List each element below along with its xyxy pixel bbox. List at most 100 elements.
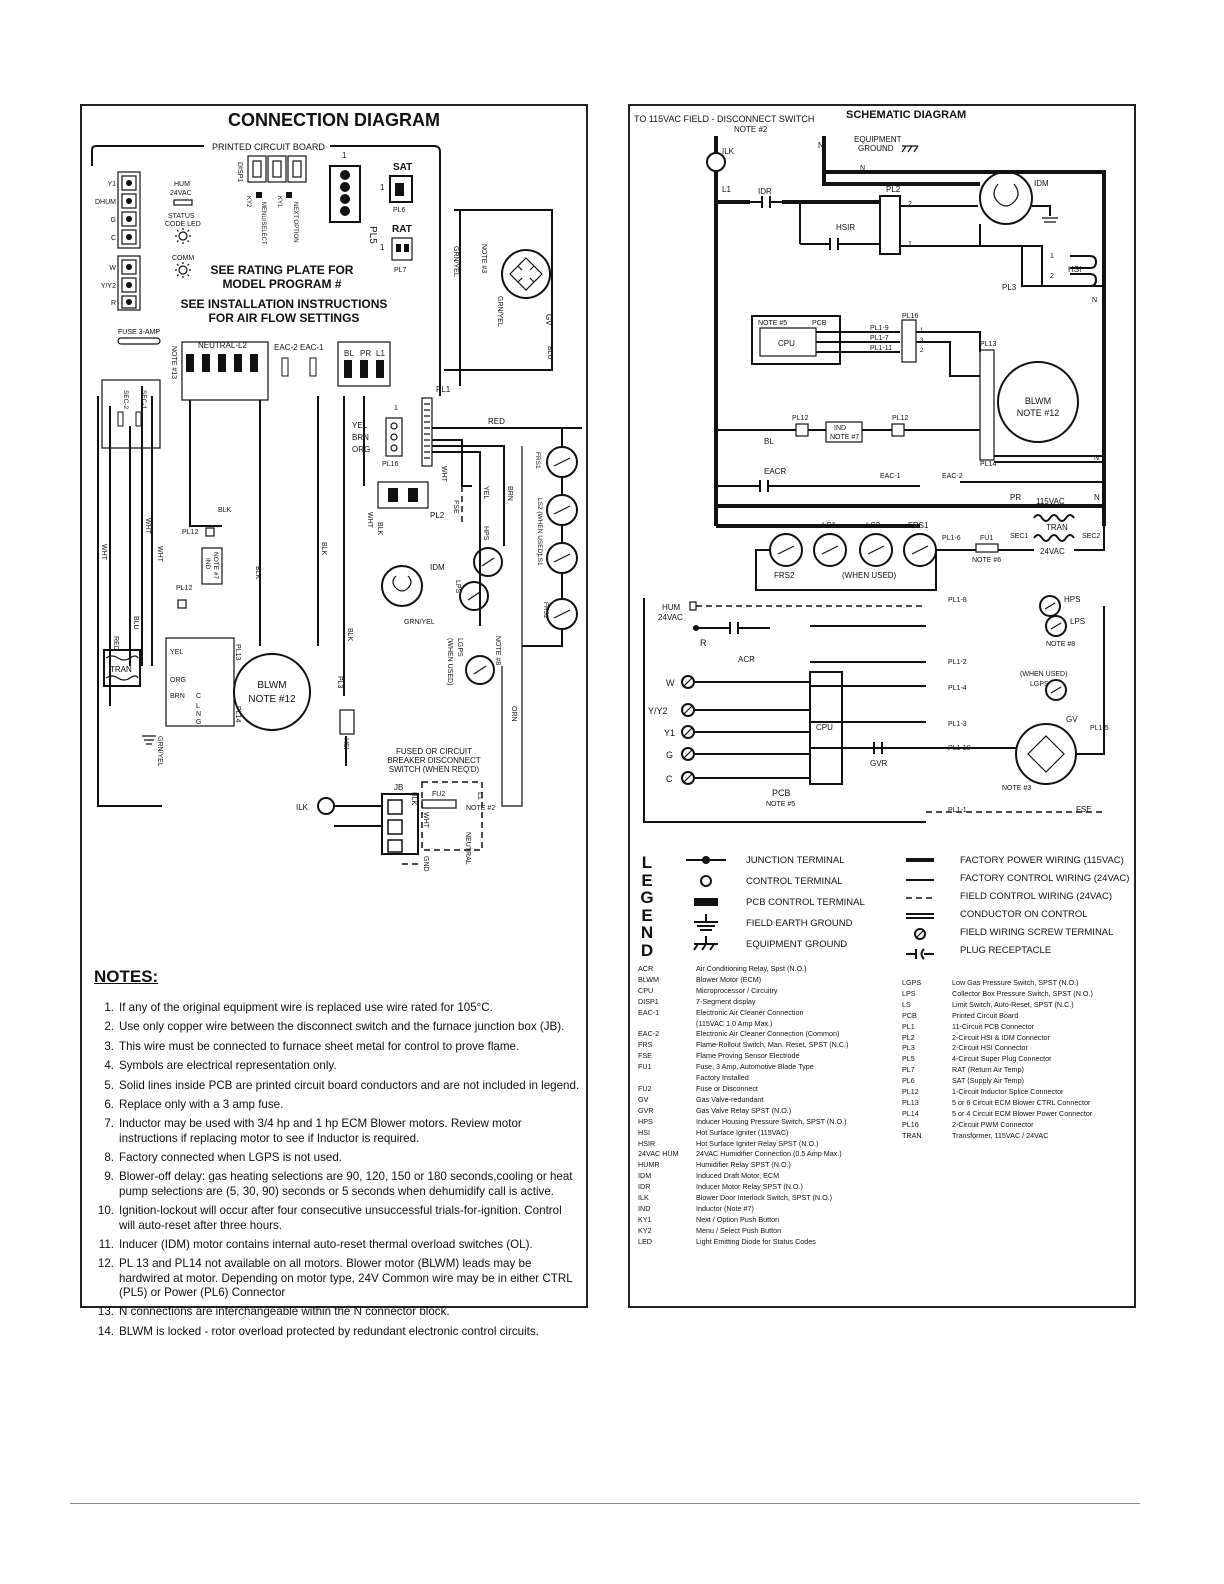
svg-text:R: R [700,638,707,648]
svg-text:DISP1: DISP1 [236,162,243,182]
svg-text:N: N [1094,493,1100,502]
svg-text:Y/Y2: Y/Y2 [101,283,116,290]
svg-text:BLK: BLK [320,542,327,556]
svg-text:FRS1: FRS1 [534,452,541,469]
svg-text:1: 1 [394,405,398,412]
svg-text:N: N [1094,455,1099,462]
svg-text:EACR: EACR [764,467,786,476]
svg-text:GRN/YEL: GRN/YEL [404,619,435,626]
svg-text:PL1-6: PL1-6 [942,535,961,542]
svg-text:IDM: IDM [430,563,445,572]
svg-text:FU1: FU1 [980,535,993,542]
svg-text:PL1-9: PL1-9 [870,325,889,332]
svg-text:(WHEN USED): (WHEN USED) [842,571,897,580]
plug-receptacle-icon [906,948,934,960]
svg-text:N: N [1092,297,1097,304]
wire-brn [432,445,505,546]
wire-wht-fse [432,439,472,487]
ls1-switch-icon [546,494,578,526]
svg-text:FRS2: FRS2 [542,602,549,619]
equipment-ground-icon [901,145,919,153]
svg-text:PL14: PL14 [234,706,241,722]
svg-text:FRS1: FRS1 [908,521,929,530]
schematic-diagram-panel: TO 115VAC FIELD - DISCONNECT SWITCH SCHE… [628,104,1136,1308]
svg-text:EAC-2: EAC-2 [274,343,298,352]
svg-text:BLK: BLK [346,628,353,642]
pl12-left [795,423,809,437]
svg-text:GRN/YEL: GRN/YEL [156,736,163,767]
frs2-switch-icon [546,598,578,630]
svg-text:NOTE #7: NOTE #7 [830,434,859,441]
svg-text:2: 2 [920,348,924,354]
svg-text:JB: JB [394,783,403,792]
pl12-upper [205,527,215,537]
pl2-connector [879,195,901,255]
pl12-right [891,423,905,437]
svg-text:N: N [860,165,865,172]
svg-text:DHUM: DHUM [95,199,116,206]
pl1-connector [421,397,433,467]
junction-terminal-icon [702,856,710,864]
interlock-switch-icon [317,797,335,815]
svg-text:BLK: BLK [410,792,417,806]
svg-text:PL1-5: PL1-5 [1090,725,1109,732]
svg-text:PL3: PL3 [336,676,343,689]
svg-text:ILK: ILK [296,803,309,812]
svg-text:W: W [666,678,675,688]
svg-text:ACR: ACR [738,655,755,664]
svg-text:PL1-3: PL1-3 [948,721,967,728]
svg-text:GROUND: GROUND [858,144,894,153]
svg-text:NOTE #2: NOTE #2 [466,805,495,812]
svg-text:24VAC: 24VAC [1040,547,1065,556]
svg-text:PR: PR [1010,493,1021,502]
schematic-cpu-box [809,671,843,785]
svg-text:WHT: WHT [366,512,373,529]
rating-plate-note: SEE RATING PLATE FOR [211,263,354,277]
svg-text:1: 1 [342,151,347,160]
legend-conductor-on-control: CONDUCTOR ON CONTROL [960,909,1088,920]
svg-text:1: 1 [908,241,912,248]
svg-text:HSIR: HSIR [836,223,855,232]
hum-terminal [173,199,193,206]
abbr-row: (115VAC 1.0 Amp Max.) [696,1018,773,1028]
svg-text:LPS: LPS [454,580,461,594]
ky2-button [256,192,262,198]
pl16-connector [901,319,917,363]
pcb-cpu-box [751,315,841,365]
legend-plug-receptacle: PLUG RECEPTACLE [960,945,1052,956]
fu1-fuse [975,543,999,553]
svg-text:COMM: COMM [172,255,194,262]
svg-text:PL12: PL12 [792,415,808,422]
svg-text:FSE: FSE [1076,805,1092,814]
lps-switch-icon [459,581,489,611]
frs1-switch-icon [903,533,937,567]
svg-text:LS2: LS2 [866,521,881,530]
svg-text:SEC-1: SEC-1 [140,390,147,410]
svg-text:PL13: PL13 [234,644,241,660]
neutral-bus [822,136,1106,526]
blower-motor-icon: BLWM NOTE #12 [233,653,311,731]
wire-yel [432,451,481,626]
svg-text:PL1-11: PL1-11 [870,345,892,352]
legend-field-wiring-screw-terminal: FIELD WIRING SCREW TERMINAL [960,927,1114,938]
svg-text:IDM: IDM [1034,179,1049,188]
frs1-switch-icon [546,446,578,478]
svg-text:CPU: CPU [816,723,833,732]
neutral-block [181,341,269,401]
equipment-ground-icon [693,936,718,951]
svg-text:BRN: BRN [352,433,369,442]
svg-text:MODEL PROGRAM #: MODEL PROGRAM # [222,277,341,291]
blwm-motor-icon: BLWM NOTE #12 [997,361,1079,443]
svg-text:FSE: FSE [452,500,459,514]
svg-text:LPS: LPS [1070,617,1085,626]
